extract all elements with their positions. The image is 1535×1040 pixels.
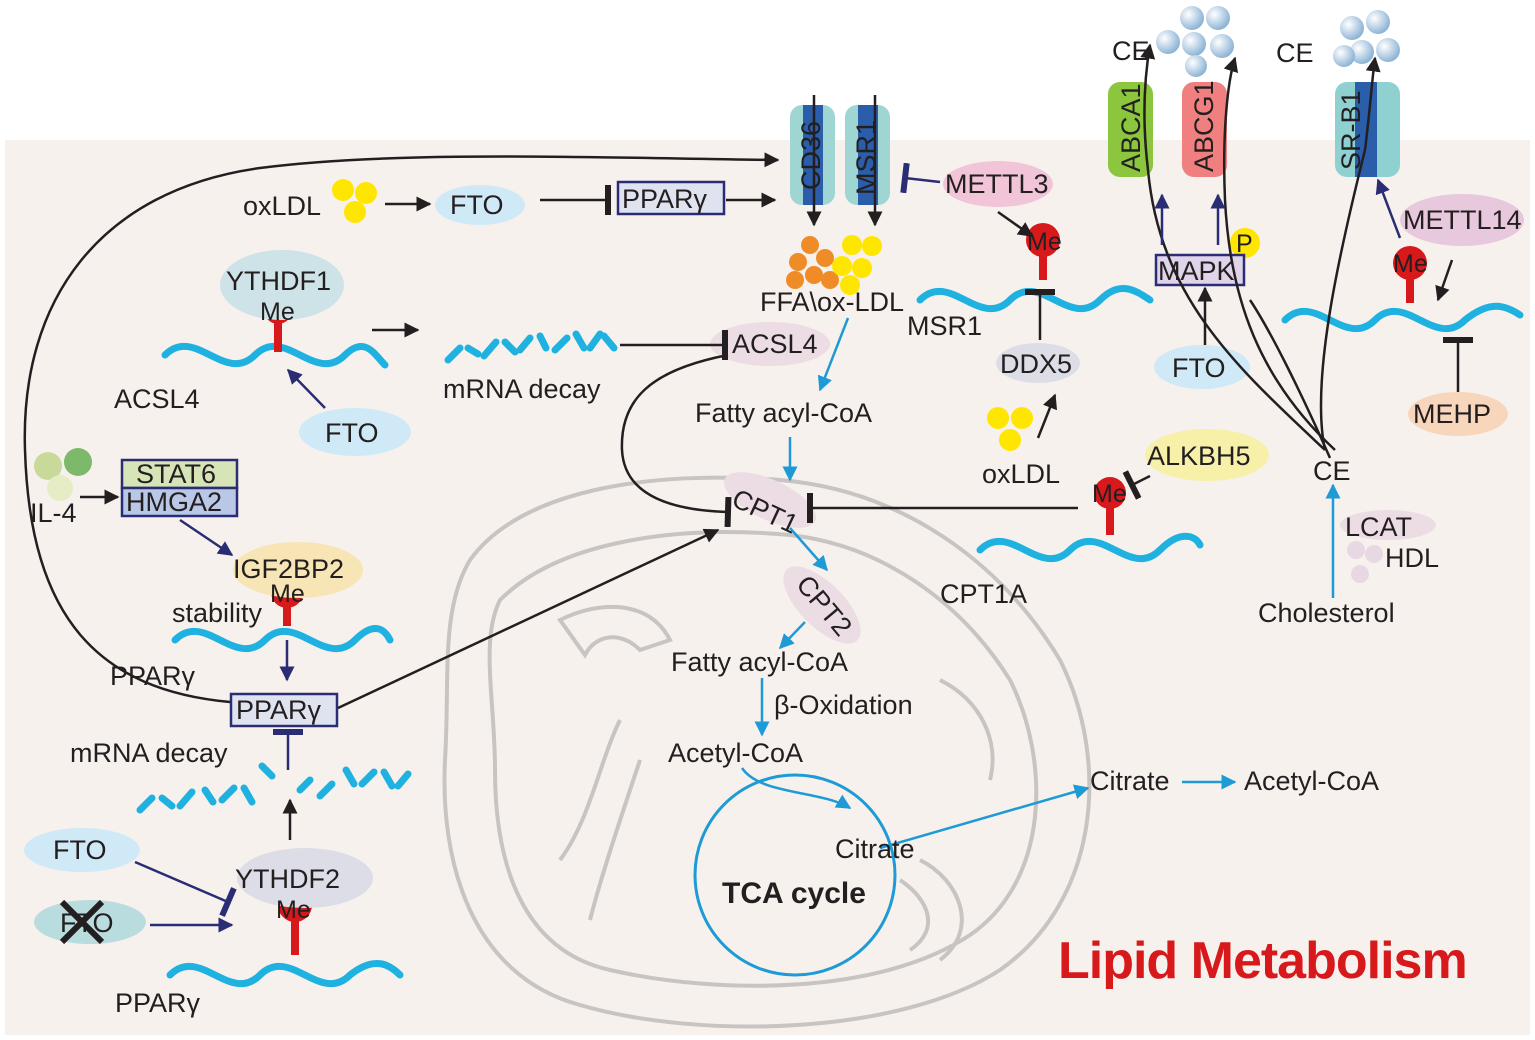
- tca-cycle-circle: [693, 773, 897, 977]
- beta-oxidation-label: β-Oxidation: [774, 690, 913, 720]
- svg-text:ABCA1: ABCA1: [1116, 83, 1146, 172]
- svg-text:ABCG1: ABCG1: [1189, 80, 1219, 172]
- cpt1a-label: CPT1A: [940, 579, 1027, 609]
- mettl3-label: METTL3: [945, 169, 1049, 199]
- mrna-decay-bottom-label: mRNA decay: [70, 738, 228, 768]
- methyl-label-ythdf1: Me: [260, 298, 295, 326]
- svg-text:SR-B1: SR-B1: [1336, 90, 1366, 170]
- tca-cycle-label: TCA cycle: [722, 877, 866, 910]
- oxldl-particles-top: [332, 179, 377, 223]
- mapk-label: MAPK: [1158, 256, 1235, 286]
- boxes: [120, 180, 1246, 728]
- ppar-mid-label: PPARγ: [236, 695, 322, 725]
- mitochondrion: [442, 475, 1092, 1029]
- oxldl-top-label: oxLDL: [243, 191, 321, 221]
- ce-label-1: CE: [1112, 36, 1150, 66]
- il4-particles: [34, 448, 92, 501]
- methyl-label-mettl14: Me: [1393, 250, 1428, 278]
- ddx5-label: DDX5: [1000, 349, 1072, 379]
- ffa-oxldl-label: FFA\ox-LDL: [760, 287, 904, 317]
- phospho-label: P: [1236, 230, 1253, 258]
- methyl-label-alkbh5: Me: [1092, 480, 1127, 508]
- fto-mapk-label: FTO: [1172, 353, 1226, 383]
- mrna-decay-top-label: mRNA decay: [443, 374, 601, 404]
- msr1-mrna-label: MSR1: [907, 311, 982, 341]
- citrate-in-label: Citrate: [835, 834, 915, 864]
- page-title: Lipid Metabolism: [1058, 932, 1467, 990]
- alkbh5-label: ALKBH5: [1147, 441, 1251, 471]
- hdl-particles: [1347, 541, 1383, 583]
- arrows-navy: [150, 178, 1402, 933]
- igf2bp2-label: IGF2BP2: [233, 554, 344, 584]
- ythdf2-label: YTHDF2: [235, 864, 340, 894]
- fto-top-label: FTO: [450, 190, 504, 220]
- oxldl-mid-label: oxLDL: [982, 459, 1060, 489]
- mrna-decay-fragments-top: [444, 330, 618, 364]
- svg-text:MSR1: MSR1: [851, 120, 881, 195]
- ppar-mrna-mid-label: PPARγ: [110, 661, 196, 691]
- stability-label: stability: [172, 598, 263, 628]
- ffa-oxldl-particles: [786, 235, 882, 295]
- acetyl-coa-1-label: Acetyl-CoA: [668, 738, 803, 768]
- lcat-label: LCAT: [1345, 512, 1412, 542]
- fto-crossed-label: FTO: [60, 908, 114, 938]
- ppar-mrna-bottom-label: PPARγ: [115, 988, 201, 1018]
- hmga2-label: HMGA2: [126, 487, 222, 517]
- ce-label-2: CE: [1276, 38, 1314, 68]
- ce-particles-1: [1156, 6, 1234, 77]
- methyl-label-igf2bp2: Me: [270, 580, 305, 608]
- methyl-label-ythdf2: Me: [276, 896, 311, 924]
- cd36-receptor: CD36: [790, 105, 835, 205]
- hdl-label: HDL: [1385, 543, 1439, 573]
- mrna-decay-fragments-bottom: [136, 762, 412, 814]
- fto-bottom-label: FTO: [53, 835, 107, 865]
- citrate-out-label: Citrate: [1090, 766, 1170, 796]
- protein-shapes: [24, 161, 1524, 944]
- inhibition-lines: [134, 162, 1473, 917]
- arrows-dark: [23, 43, 1454, 840]
- oxldl-particles-mid: [987, 407, 1033, 451]
- arrows-blue: [740, 317, 1341, 850]
- ppar-top-label: PPARγ: [622, 184, 708, 214]
- msr1-receptor: MSR1: [845, 105, 890, 205]
- fatty-acyl-coa-2-label: Fatty acyl-CoA: [671, 647, 848, 677]
- abca1-transporter: ABCA1: [1108, 82, 1153, 177]
- svg-text:CD36: CD36: [796, 121, 826, 190]
- stat6-label: STAT6: [136, 459, 216, 489]
- ythdf1-label: YTHDF1: [226, 266, 331, 296]
- ce-particles-2: [1333, 10, 1400, 67]
- acsl4-mrna-label: ACSL4: [114, 384, 200, 414]
- abcg1-transporter: ABCG1: [1182, 80, 1227, 177]
- acsl4-protein-label: ACSL4: [732, 329, 818, 359]
- mehp-label: MEHP: [1413, 399, 1491, 429]
- ce-mid-label: CE: [1313, 456, 1351, 486]
- il4-label: IL-4: [30, 498, 77, 528]
- fatty-acyl-coa-1-label: Fatty acyl-CoA: [695, 398, 872, 428]
- cholesterol-label: Cholesterol: [1258, 598, 1395, 628]
- mettl14-label: METTL14: [1403, 205, 1522, 235]
- acetyl-coa-2-label: Acetyl-CoA: [1244, 766, 1379, 796]
- methyl-label-mettl3: Me: [1027, 228, 1062, 256]
- fto-knockout-cross-icon: [59, 899, 105, 945]
- fto-ythdf1-label: FTO: [325, 418, 379, 448]
